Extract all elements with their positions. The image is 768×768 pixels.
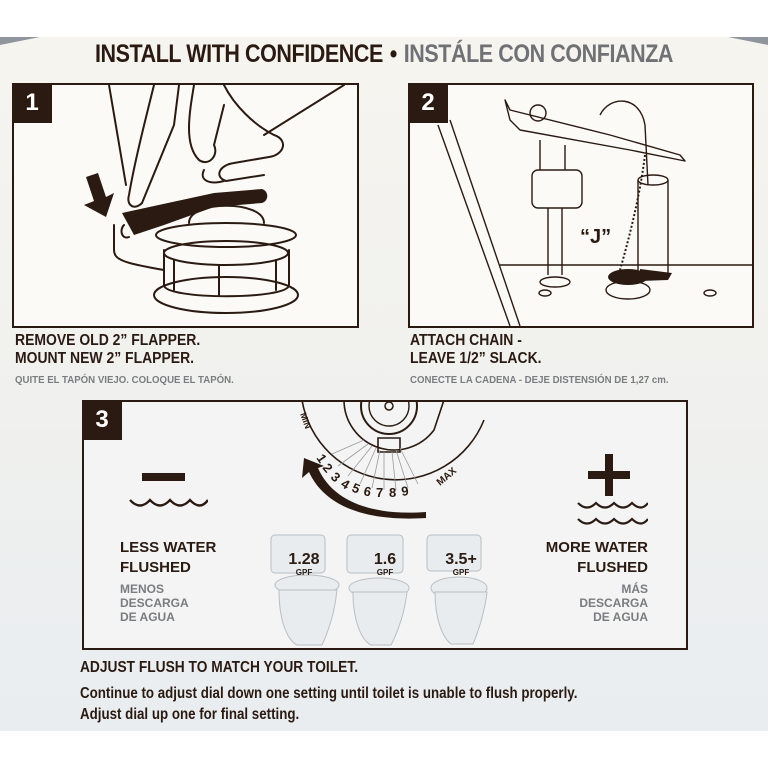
footer-heading: ADJUST FLUSH TO MATCH YOUR TOILET. xyxy=(80,659,359,676)
less-water-label-spanish: MENOS DESCARGA DE AGUA xyxy=(120,582,189,624)
minus-icon xyxy=(142,473,185,481)
step-3-number: 3 xyxy=(82,400,122,440)
toilet-gpf-1: 1.28 GPF xyxy=(284,551,324,578)
more-label-line2: FLUSHED xyxy=(577,559,648,576)
less-es-line1: MENOS xyxy=(120,582,165,596)
gpf-unit-1: GPF xyxy=(295,568,313,577)
water-waves-icon xyxy=(129,498,208,507)
footer-line-2: Adjust dial up one for final setting. xyxy=(80,706,300,723)
toilet-gpf-2: 1.6 GPF xyxy=(365,551,405,578)
step-1-caption: REMOVE OLD 2” FLAPPER. MOUNT NEW 2” FLAP… xyxy=(15,332,200,368)
flapper-mount-illustration xyxy=(84,85,345,314)
dial-setting-6: 6 xyxy=(362,483,372,499)
footer-line-1: Continue to adjust dial down one setting… xyxy=(80,685,578,702)
dial-setting-5: 5 xyxy=(350,480,362,497)
toilet-illustrations xyxy=(270,534,488,646)
step-2-caption-spanish: CONECTE LA CADENA - DEJE DISTENSIÓN DE 1… xyxy=(410,374,669,386)
toilet-gpf-3: 3.5+ GPF xyxy=(441,551,481,578)
gpf-value-1: 1.28 xyxy=(288,551,320,568)
step-1-panel: 1 xyxy=(12,83,359,328)
dial-min-label: MIN xyxy=(298,411,313,430)
gpf-value-3: 3.5+ xyxy=(445,551,477,568)
dial-direction-arrow xyxy=(302,458,426,519)
more-water-label: MORE WATER FLUSHED xyxy=(546,538,648,578)
step-2-caption-line1: ATTACH CHAIN - xyxy=(410,332,522,349)
more-label-line1: MORE WATER xyxy=(545,539,648,556)
chain-attach-illustration: “J” xyxy=(437,99,752,326)
water-waves-double-icon xyxy=(577,501,648,525)
less-label-line1: LESS WATER xyxy=(120,539,217,556)
dial-setting-8: 8 xyxy=(389,485,396,500)
step-2-number: 2 xyxy=(408,83,448,123)
title-english: INSTALL WITH CONFIDENCE xyxy=(94,40,383,68)
flush-dial: MIN MAX 1 2 3 4 5 6 7 8 9 xyxy=(298,400,485,519)
sheet-corner-left xyxy=(0,37,40,45)
title-separator: • xyxy=(389,40,398,68)
gpf-unit-2: GPF xyxy=(376,568,394,577)
plus-icon xyxy=(588,454,630,496)
more-es-line2: DESCARGA xyxy=(579,596,648,610)
step-1-caption-line2: MOUNT NEW 2” FLAPPER. xyxy=(15,350,195,367)
step-1-caption-spanish: QUITE EL TAPÓN VIEJO. COLOQUE EL TAPÓN. xyxy=(15,374,234,386)
step-2-caption-line2: LEAVE 1/2” SLACK. xyxy=(410,350,542,367)
step-1-number: 1 xyxy=(12,83,52,123)
page-title: INSTALL WITH CONFIDENCE•INSTÁLE CON CONF… xyxy=(54,40,714,69)
gpf-value-2: 1.6 xyxy=(373,551,397,568)
sheet-corner-right xyxy=(728,37,768,45)
step-1-caption-line1: REMOVE OLD 2” FLAPPER. xyxy=(15,332,201,349)
more-es-line1: MÁS xyxy=(621,582,648,596)
title-spanish: INSTÁLE CON CONFIANZA xyxy=(403,40,674,68)
more-es-line3: DE AGUA xyxy=(593,610,648,624)
chain-j-label: “J” xyxy=(580,226,611,248)
less-es-line2: DESCARGA xyxy=(120,596,189,610)
dial-setting-7: 7 xyxy=(376,485,383,500)
less-es-line3: DE AGUA xyxy=(120,610,175,624)
less-water-label: LESS WATER FLUSHED xyxy=(120,538,216,578)
step-3-panel: 3 LESS WATER FLUSHED MENOS DESCARGA DE A… xyxy=(82,400,688,650)
gpf-unit-3: GPF xyxy=(452,568,470,577)
dial-setting-9: 9 xyxy=(400,483,409,499)
more-water-label-spanish: MÁS DESCARGA DE AGUA xyxy=(579,582,648,624)
less-label-line2: FLUSHED xyxy=(120,559,191,576)
step-2-caption: ATTACH CHAIN - LEAVE 1/2” SLACK. xyxy=(410,332,542,368)
step-2-panel: 2 “J” xyxy=(408,83,754,328)
